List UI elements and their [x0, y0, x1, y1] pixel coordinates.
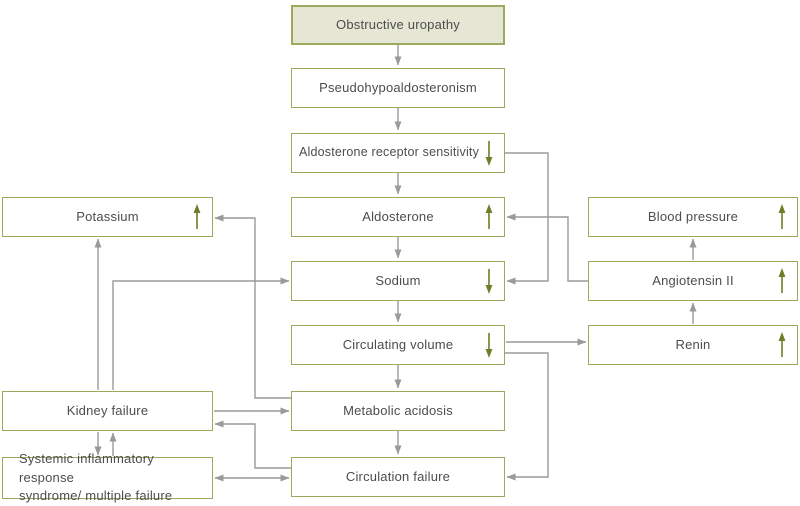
trend-up-icon	[483, 203, 495, 231]
node-aldosterone: Aldosterone	[291, 197, 505, 237]
edge-circvol-circfail	[505, 352, 549, 481]
node-label: Obstructive uropathy	[336, 16, 460, 32]
edge-circfail-kidney	[214, 420, 291, 469]
node-label: Sodium	[375, 272, 421, 288]
node-angiotensin-ii: Angiotensin II	[588, 261, 798, 301]
trend-up-icon	[191, 203, 203, 231]
node-label: Pseudohypoaldosteronism	[319, 79, 477, 95]
node-metabolic-acidosis: Metabolic acidosis	[291, 391, 505, 431]
node-label: Aldosterone	[362, 208, 434, 224]
trend-up-icon	[776, 331, 788, 359]
node-label: Potassium	[76, 208, 139, 224]
node-potassium: Potassium	[2, 197, 213, 237]
node-label: Angiotensin II	[652, 272, 734, 288]
node-label: Circulation failure	[345, 468, 451, 484]
node-label: Blood pressure	[647, 208, 739, 224]
trend-up-icon	[776, 267, 788, 295]
node-blood-pressure: Blood pressure	[588, 197, 798, 237]
trend-down-icon	[483, 139, 495, 167]
node-label: Aldosterone receptor sensitivity	[298, 145, 480, 160]
node-label: Renin	[675, 336, 711, 352]
trend-up-icon	[776, 203, 788, 231]
trend-down-icon	[483, 267, 495, 295]
node-obstructive-uropathy: Obstructive uropathy	[291, 5, 505, 45]
node-label: Kidney failure	[66, 402, 149, 418]
node-aldosterone-receptor-sensitivity: Aldosterone receptor sensitivity	[291, 133, 505, 173]
node-pseudohypoaldosteronism: Pseudohypoaldosteronism	[291, 68, 505, 108]
trend-down-icon	[483, 331, 495, 359]
node-label: Circulating volume	[342, 336, 454, 352]
edge-kidney-sodium	[112, 277, 290, 390]
node-circulating-volume: Circulating volume	[291, 325, 505, 365]
node-label: Metabolic acidosis	[343, 402, 453, 418]
node-kidney-failure: Kidney failure	[2, 391, 213, 431]
node-sodium: Sodium	[291, 261, 505, 301]
node-renin: Renin	[588, 325, 798, 365]
node-circulation-failure: Circulation failure	[291, 457, 505, 497]
edge-angiotensin-aldosterone	[506, 213, 588, 282]
edge-metacid-potassium	[214, 214, 291, 399]
